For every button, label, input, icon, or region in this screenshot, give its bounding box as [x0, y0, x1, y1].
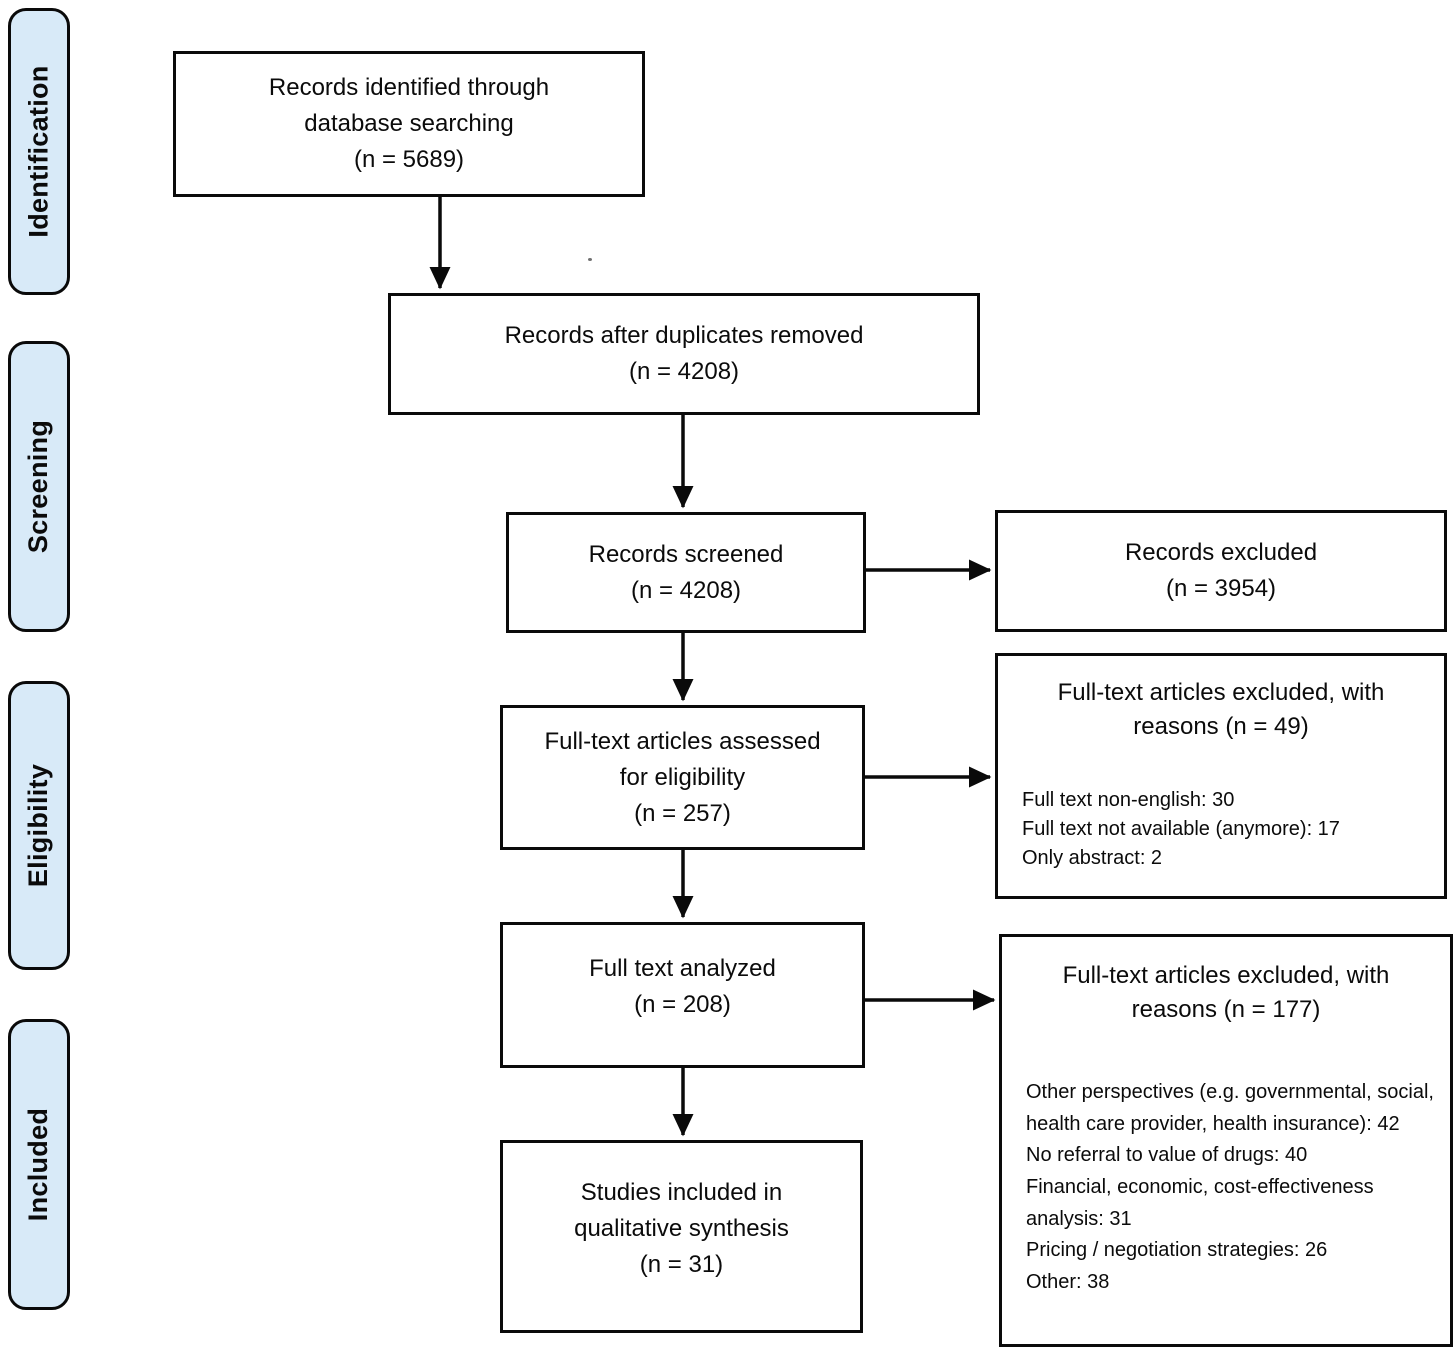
box-records-screened: Records screened (n = 4208): [506, 512, 866, 633]
box-records-identified-text: Records identified through database sear…: [268, 74, 550, 173]
stage-eligibility-label: Eligibility: [23, 763, 54, 888]
box-fulltext-analyzed: Full text analyzed (n = 208): [500, 922, 865, 1068]
box-fulltext-excluded-177: Full-text articles excluded, with reason…: [999, 934, 1453, 1347]
reason-item: Pricing / negotiation strategies: 26: [1026, 1239, 1328, 1262]
box-records-excluded: Records excluded (n = 3954): [995, 510, 1447, 632]
stage-identification: Identification: [8, 8, 70, 295]
dot-artifact: [588, 258, 592, 261]
box-records-excluded-text: Records excluded (n = 3954): [1124, 539, 1318, 602]
stage-identification-label: Identification: [23, 65, 54, 238]
stage-included: Included: [8, 1019, 70, 1310]
reason-item: Full text not available (anymore): 17: [1022, 818, 1340, 841]
box-duplicates-removed-text: Records after duplicates removed (n = 42…: [504, 322, 864, 385]
reason-item: Only abstract: 2: [1022, 847, 1163, 870]
reason-item: Financial, economic, cost-effectiveness …: [1026, 1175, 1374, 1230]
stage-eligibility: Eligibility: [8, 681, 70, 970]
box-fulltext-excluded-49-heading: Full-text articles excluded, with reason…: [1057, 679, 1385, 741]
box-fulltext-excluded-49-reasons: Full text non-english: 30 Full text not …: [1022, 786, 1428, 873]
box-studies-included-text: Studies included in qualitative synthesi…: [574, 1178, 789, 1278]
reason-item: Other: 38: [1026, 1270, 1110, 1293]
stage-screening-label: Screening: [23, 419, 54, 554]
box-fulltext-assessed-text: Full-text articles assessed for eligibil…: [544, 727, 821, 827]
box-fulltext-excluded-177-reasons: Other perspectives (e.g. governmental, s…: [1026, 1077, 1434, 1298]
box-studies-included: Studies included in qualitative synthesi…: [500, 1140, 863, 1333]
stage-included-label: Included: [23, 1107, 54, 1222]
box-records-screened-text: Records screened (n = 4208): [588, 540, 784, 604]
stage-screening: Screening: [8, 341, 70, 632]
box-duplicates-removed: Records after duplicates removed (n = 42…: [388, 293, 980, 415]
box-fulltext-assessed: Full-text articles assessed for eligibil…: [500, 705, 865, 850]
reason-item: No referral to value of drugs: 40: [1026, 1144, 1308, 1167]
box-fulltext-analyzed-text: Full text analyzed (n = 208): [589, 955, 776, 1018]
box-records-identified: Records identified through database sear…: [173, 51, 645, 197]
box-fulltext-excluded-49: Full-text articles excluded, with reason…: [995, 653, 1447, 899]
reason-item: Other perspectives (e.g. governmental, s…: [1026, 1081, 1434, 1135]
box-fulltext-excluded-177-heading: Full-text articles excluded, with reason…: [1062, 962, 1390, 1024]
reason-item: Full text non-english: 30: [1022, 789, 1235, 812]
